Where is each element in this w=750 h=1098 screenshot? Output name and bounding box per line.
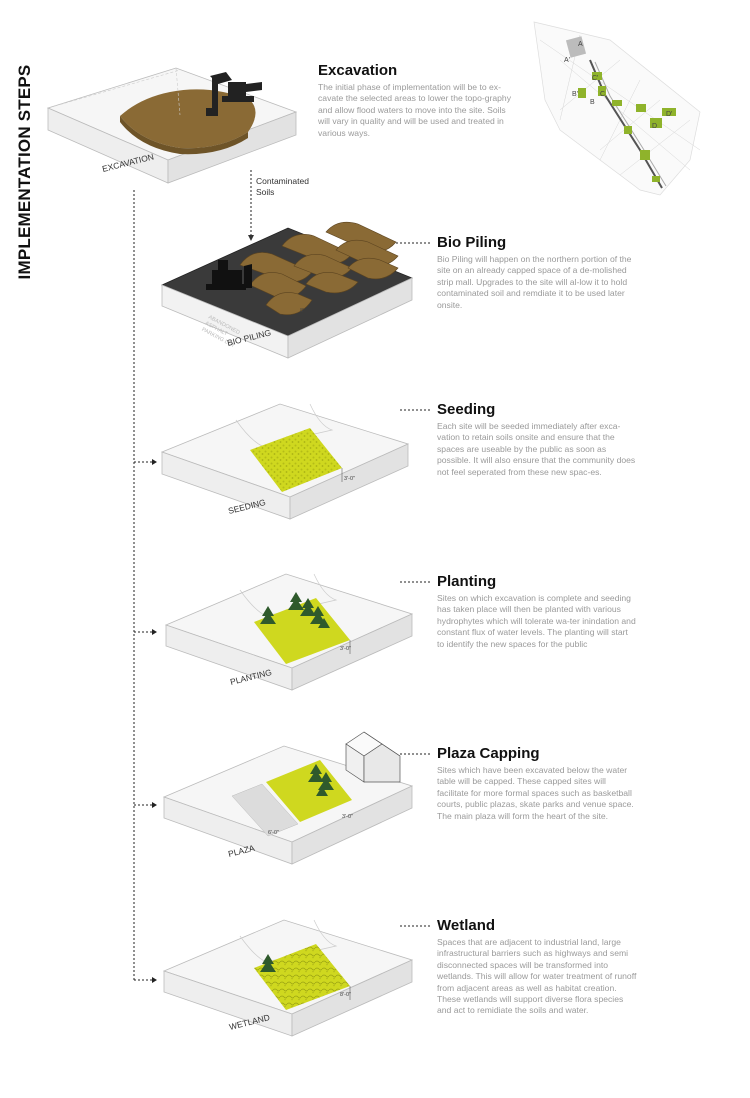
step-title-excavation: Excavation <box>318 62 518 79</box>
step-seeding: Seeding Each site will be seeded immedia… <box>437 401 637 478</box>
arrowhead-seeding <box>152 459 157 465</box>
site-map: A A' C' B' B C D' D <box>534 22 700 195</box>
step-plaza: Plaza Capping Sites which have been exca… <box>437 745 637 822</box>
plaza-dim-right: 3'-0" <box>342 814 353 820</box>
arrowheads <box>152 459 157 983</box>
step-desc-planting: Sites on which excavation is complete an… <box>437 593 637 650</box>
wetland-slab: 8'-0" <box>164 920 412 1036</box>
map-label-d: D <box>652 123 657 130</box>
planting-slab: 3'-0" <box>166 574 412 690</box>
excavation-slab <box>48 68 296 183</box>
step-title-seeding: Seeding <box>437 401 637 418</box>
step-title-wetland: Wetland <box>437 917 637 934</box>
arrowhead-wetland <box>152 977 157 983</box>
step-desc-seeding: Each site will be seeded immediately aft… <box>437 421 637 478</box>
arrowhead-plaza <box>152 802 157 808</box>
step-planting: Planting Sites on which excavation is co… <box>437 573 637 650</box>
map-label-b-prime: B' <box>572 91 578 98</box>
map-label-d-prime: D' <box>666 111 672 118</box>
step-title-plaza: Plaza Capping <box>437 745 637 762</box>
arrowhead-planting <box>152 629 157 635</box>
step-wetland: Wetland Spaces that are adjacent to indu… <box>437 917 637 1017</box>
map-label-a: A <box>578 41 583 48</box>
map-label-c: C <box>600 91 605 98</box>
seeding-slab: 3'-0" <box>162 404 408 519</box>
slab-label-plaza: PLAZA <box>227 843 256 859</box>
plaza-dim-left: 6'-0" <box>268 830 279 836</box>
biopiling-slab: ABANDONED ASPHALT PARKING LOT 8' <box>162 222 412 358</box>
wetland-dim: 8'-0" <box>340 992 351 998</box>
step-biopiling: Bio Piling Bio Piling will happen on the… <box>437 234 637 311</box>
building-icon <box>346 732 400 782</box>
map-label-b: B <box>590 99 595 106</box>
step-desc-biopiling: Bio Piling will happen on the northern p… <box>437 254 637 311</box>
step-desc-wetland: Spaces that are adjacent to industrial l… <box>437 937 637 1017</box>
planting-dim: 3'-0" <box>340 646 351 652</box>
step-excavation: Excavation The initial phase of implemen… <box>318 62 518 139</box>
step-title-planting: Planting <box>437 573 637 590</box>
contaminated-soils-label: Contaminated Soils <box>256 176 326 198</box>
map-label-a-prime: A' <box>564 57 570 64</box>
map-label-c-prime: C' <box>592 75 598 82</box>
plaza-slab: 6'-0" 3'-0" <box>164 732 412 864</box>
seeding-dim: 3'-0" <box>344 476 355 482</box>
step-desc-plaza: Sites which have been excavated below th… <box>437 765 637 822</box>
biopiling-dim: 8' <box>300 308 304 314</box>
step-desc-excavation: The initial phase of implementation will… <box>318 82 518 139</box>
step-title-biopiling: Bio Piling <box>437 234 637 251</box>
